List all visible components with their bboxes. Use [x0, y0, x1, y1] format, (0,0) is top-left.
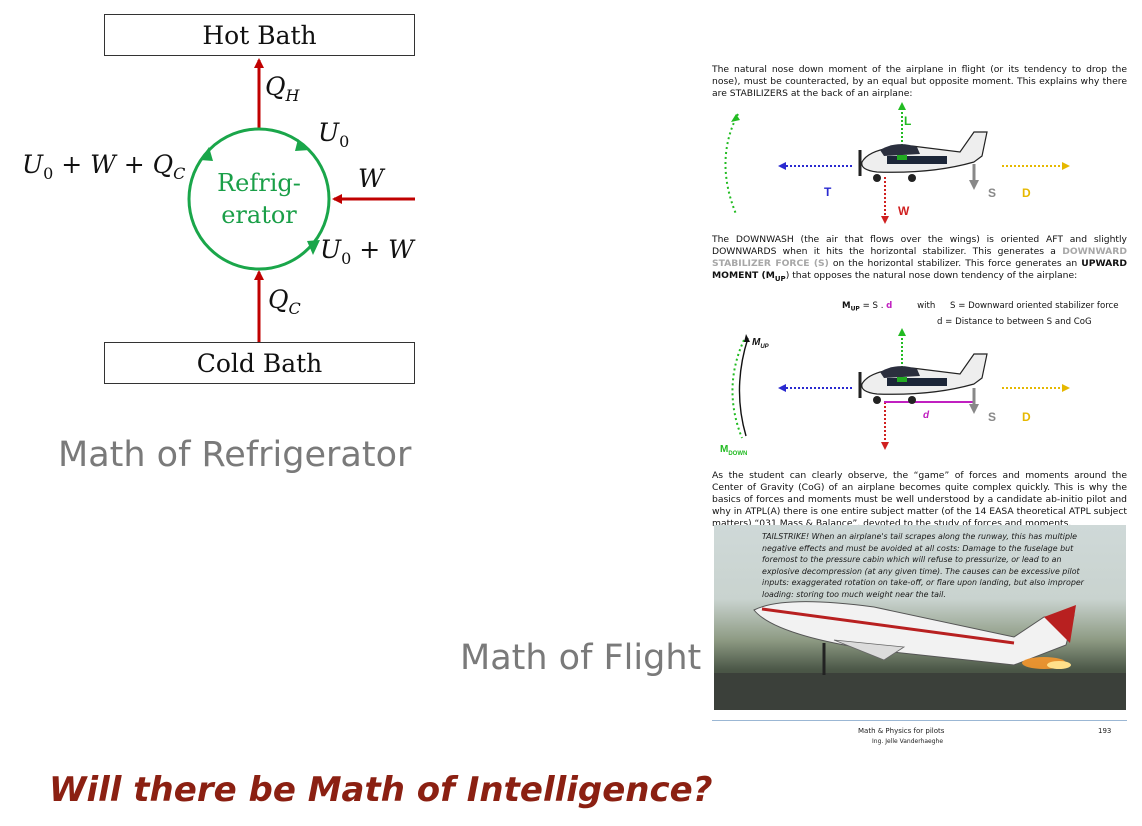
closing-question: Will there be Math of Intelligence? — [49, 770, 713, 810]
downward-moment-label: MDOWN — [720, 444, 748, 457]
footer-title: Math & Physics for pilots — [858, 727, 945, 735]
refrigerator-arrows — [187, 58, 415, 342]
refrigerator-label: Refrig- erator — [204, 167, 314, 231]
refrigerator-diagram: Hot Bath Cold Bath Refrig- erator QH U0 … — [0, 0, 440, 400]
footer-author: Ing. Jelle Vanderhaeghe — [872, 738, 944, 745]
refrigerator-label-line2: erator — [221, 201, 297, 229]
airplane-moments-figure — [731, 328, 1070, 450]
drag-label-2: D — [1022, 410, 1031, 424]
refrigerator-label-line1: Refrig- — [217, 169, 301, 197]
heat-in-label: QC — [268, 285, 301, 318]
page-number: 193 — [1098, 727, 1112, 735]
cold-bath-box: Cold Bath — [104, 342, 415, 384]
thrust-label: T — [824, 185, 832, 199]
drag-label: D — [1022, 186, 1031, 200]
hot-bath-label: Hot Bath — [202, 20, 317, 50]
airplane-forces-figure — [724, 102, 1070, 224]
paragraph-forces-moments: As the student can clearly observe, the … — [712, 470, 1127, 529]
tailstrike-airplane-image — [714, 601, 1126, 710]
caption-flight: Math of Flight — [460, 638, 702, 678]
tailstrike-photo: TAILSTRIKE! When an airplane's tail scra… — [714, 525, 1126, 710]
energy-work-heat-label: U0 + W + QC — [22, 150, 186, 183]
cycle-arrowhead-left — [200, 147, 213, 161]
cold-bath-label: Cold Bath — [196, 348, 323, 378]
heat-out-label: QH — [265, 72, 300, 105]
stabilizer-label: S — [988, 186, 997, 200]
paragraph-stabilizers: The natural nose down moment of the airp… — [712, 64, 1127, 99]
tailstrike-caption: TAILSTRIKE! When an airplane's tail scra… — [762, 532, 1084, 599]
lift-label: L — [904, 114, 912, 128]
airplane-drawing — [858, 131, 988, 182]
upward-moment-label: MUP — [752, 337, 769, 350]
cycle-arrowhead-bottom-right — [307, 240, 320, 255]
document-page: The natural nose down moment of the airp… — [712, 60, 1130, 750]
caption-refrigerator: Math of Refrigerator — [58, 435, 412, 475]
distance-label: d — [923, 410, 930, 421]
stabilizer-label-2: S — [988, 410, 997, 424]
energy-plus-work-label: U0 + W — [320, 235, 414, 268]
paragraph-downwash: The DOWNWASH (the air that flows over th… — [712, 234, 1127, 283]
airplane-drawing-2 — [858, 353, 988, 404]
footer-divider — [712, 720, 1127, 721]
hot-bath-box: Hot Bath — [104, 14, 415, 56]
internal-energy-label: U0 — [318, 118, 350, 151]
weight-label: W — [898, 204, 910, 218]
cycle-arrowhead-top-right — [295, 139, 310, 151]
cycle-circle — [187, 127, 331, 271]
moment-formula: MUP = S . d with S = Downward oriented s… — [842, 301, 1119, 327]
work-label: W — [358, 164, 384, 193]
